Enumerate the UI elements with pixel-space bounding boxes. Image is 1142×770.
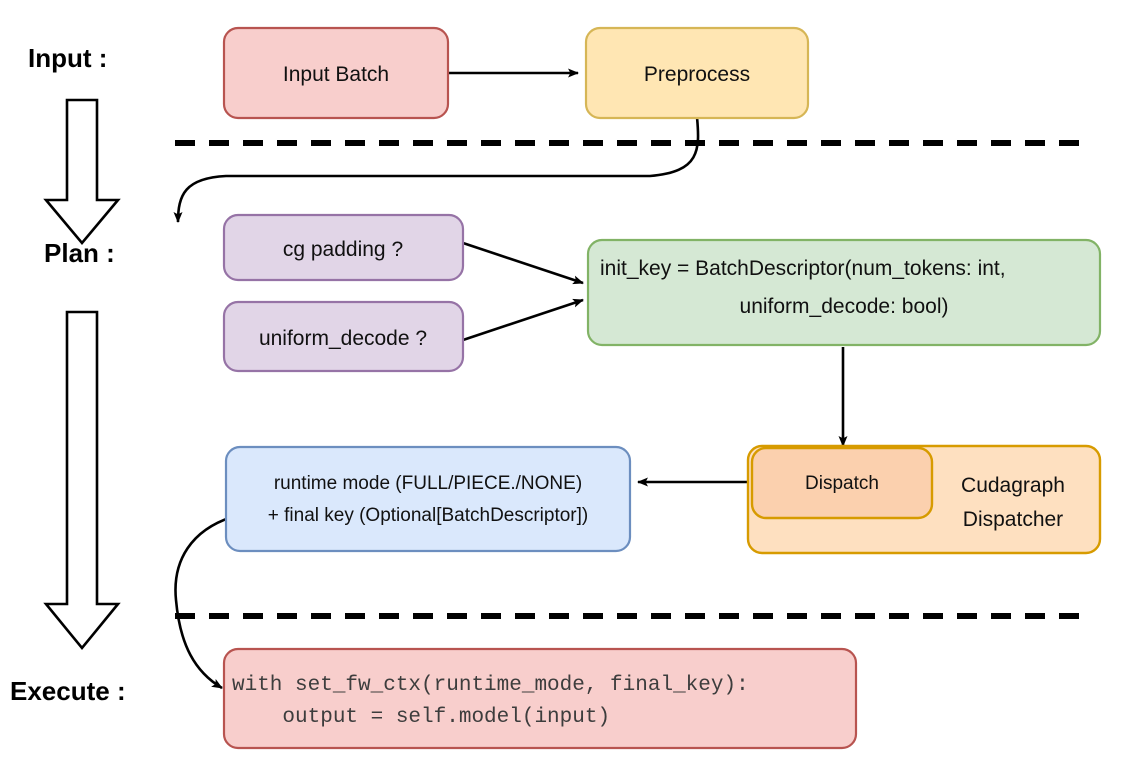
node-runtime-mode-line1: runtime mode (FULL/PIECE./NONE) [274, 473, 582, 494]
node-init-key[interactable]: init_key = BatchDescriptor(num_tokens: i… [586, 238, 1102, 347]
stage-arrow-plan-to-execute [43, 310, 121, 651]
stage-arrow-input-to-plan [43, 98, 121, 246]
node-execute-code-line2: output = self.model(input) [232, 706, 610, 729]
node-dispatch-label: Dispatch [805, 473, 879, 494]
node-cg-padding-label: cg padding ? [283, 238, 403, 261]
node-uniform-decode-shape [222, 300, 465, 373]
node-init-key-line1: init_key = BatchDescriptor(num_tokens: i… [600, 257, 1006, 280]
node-cudagraph-dispatcher-line1: Cudagraph [961, 474, 1065, 497]
node-dispatch[interactable]: Dispatch [750, 446, 934, 520]
node-cg-padding[interactable]: cg padding ? [222, 213, 465, 282]
node-execute-code-line1: with set_fw_ctx(runtime_mode, final_key)… [232, 674, 749, 697]
node-runtime-mode-shape [224, 445, 632, 553]
node-input-batch-label: Input Batch [283, 63, 389, 86]
edge-uniformdecode-to-initkey [462, 298, 584, 342]
node-cudagraph-dispatcher-line2: Dispatcher [963, 508, 1063, 531]
node-input-batch-shape [222, 26, 450, 120]
node-execute-code-shape [222, 647, 858, 750]
node-uniform-decode[interactable]: uniform_decode ? [222, 300, 465, 373]
node-dispatch-shape [750, 446, 934, 520]
node-input-batch[interactable]: Input Batch [222, 26, 450, 120]
edge-runtimemode-to-execute [174, 515, 233, 690]
stage-label-execute: Execute : [10, 676, 126, 706]
node-preprocess[interactable]: Preprocess [584, 26, 810, 120]
node-uniform-decode-label: uniform_decode ? [259, 327, 427, 350]
node-init-key-line2: uniform_decode: bool) [740, 295, 949, 318]
node-runtime-mode[interactable]: runtime mode (FULL/PIECE./NONE) + final … [224, 445, 632, 553]
stage-label-input: Input : [28, 43, 107, 73]
node-cg-padding-shape [222, 213, 465, 282]
node-preprocess-label: Preprocess [644, 63, 750, 86]
node-preprocess-shape [584, 26, 810, 120]
stage-label-plan: Plan : [44, 238, 115, 268]
node-runtime-mode-line2: + final key (Optional[BatchDescriptor]) [268, 505, 589, 526]
node-init-key-shape [586, 238, 1102, 347]
node-execute-code[interactable]: with set_fw_ctx(runtime_mode, final_key)… [222, 647, 858, 750]
edge-preprocess-to-cgpadding [173, 116, 700, 223]
edge-cgpadding-to-initkey [462, 241, 584, 285]
